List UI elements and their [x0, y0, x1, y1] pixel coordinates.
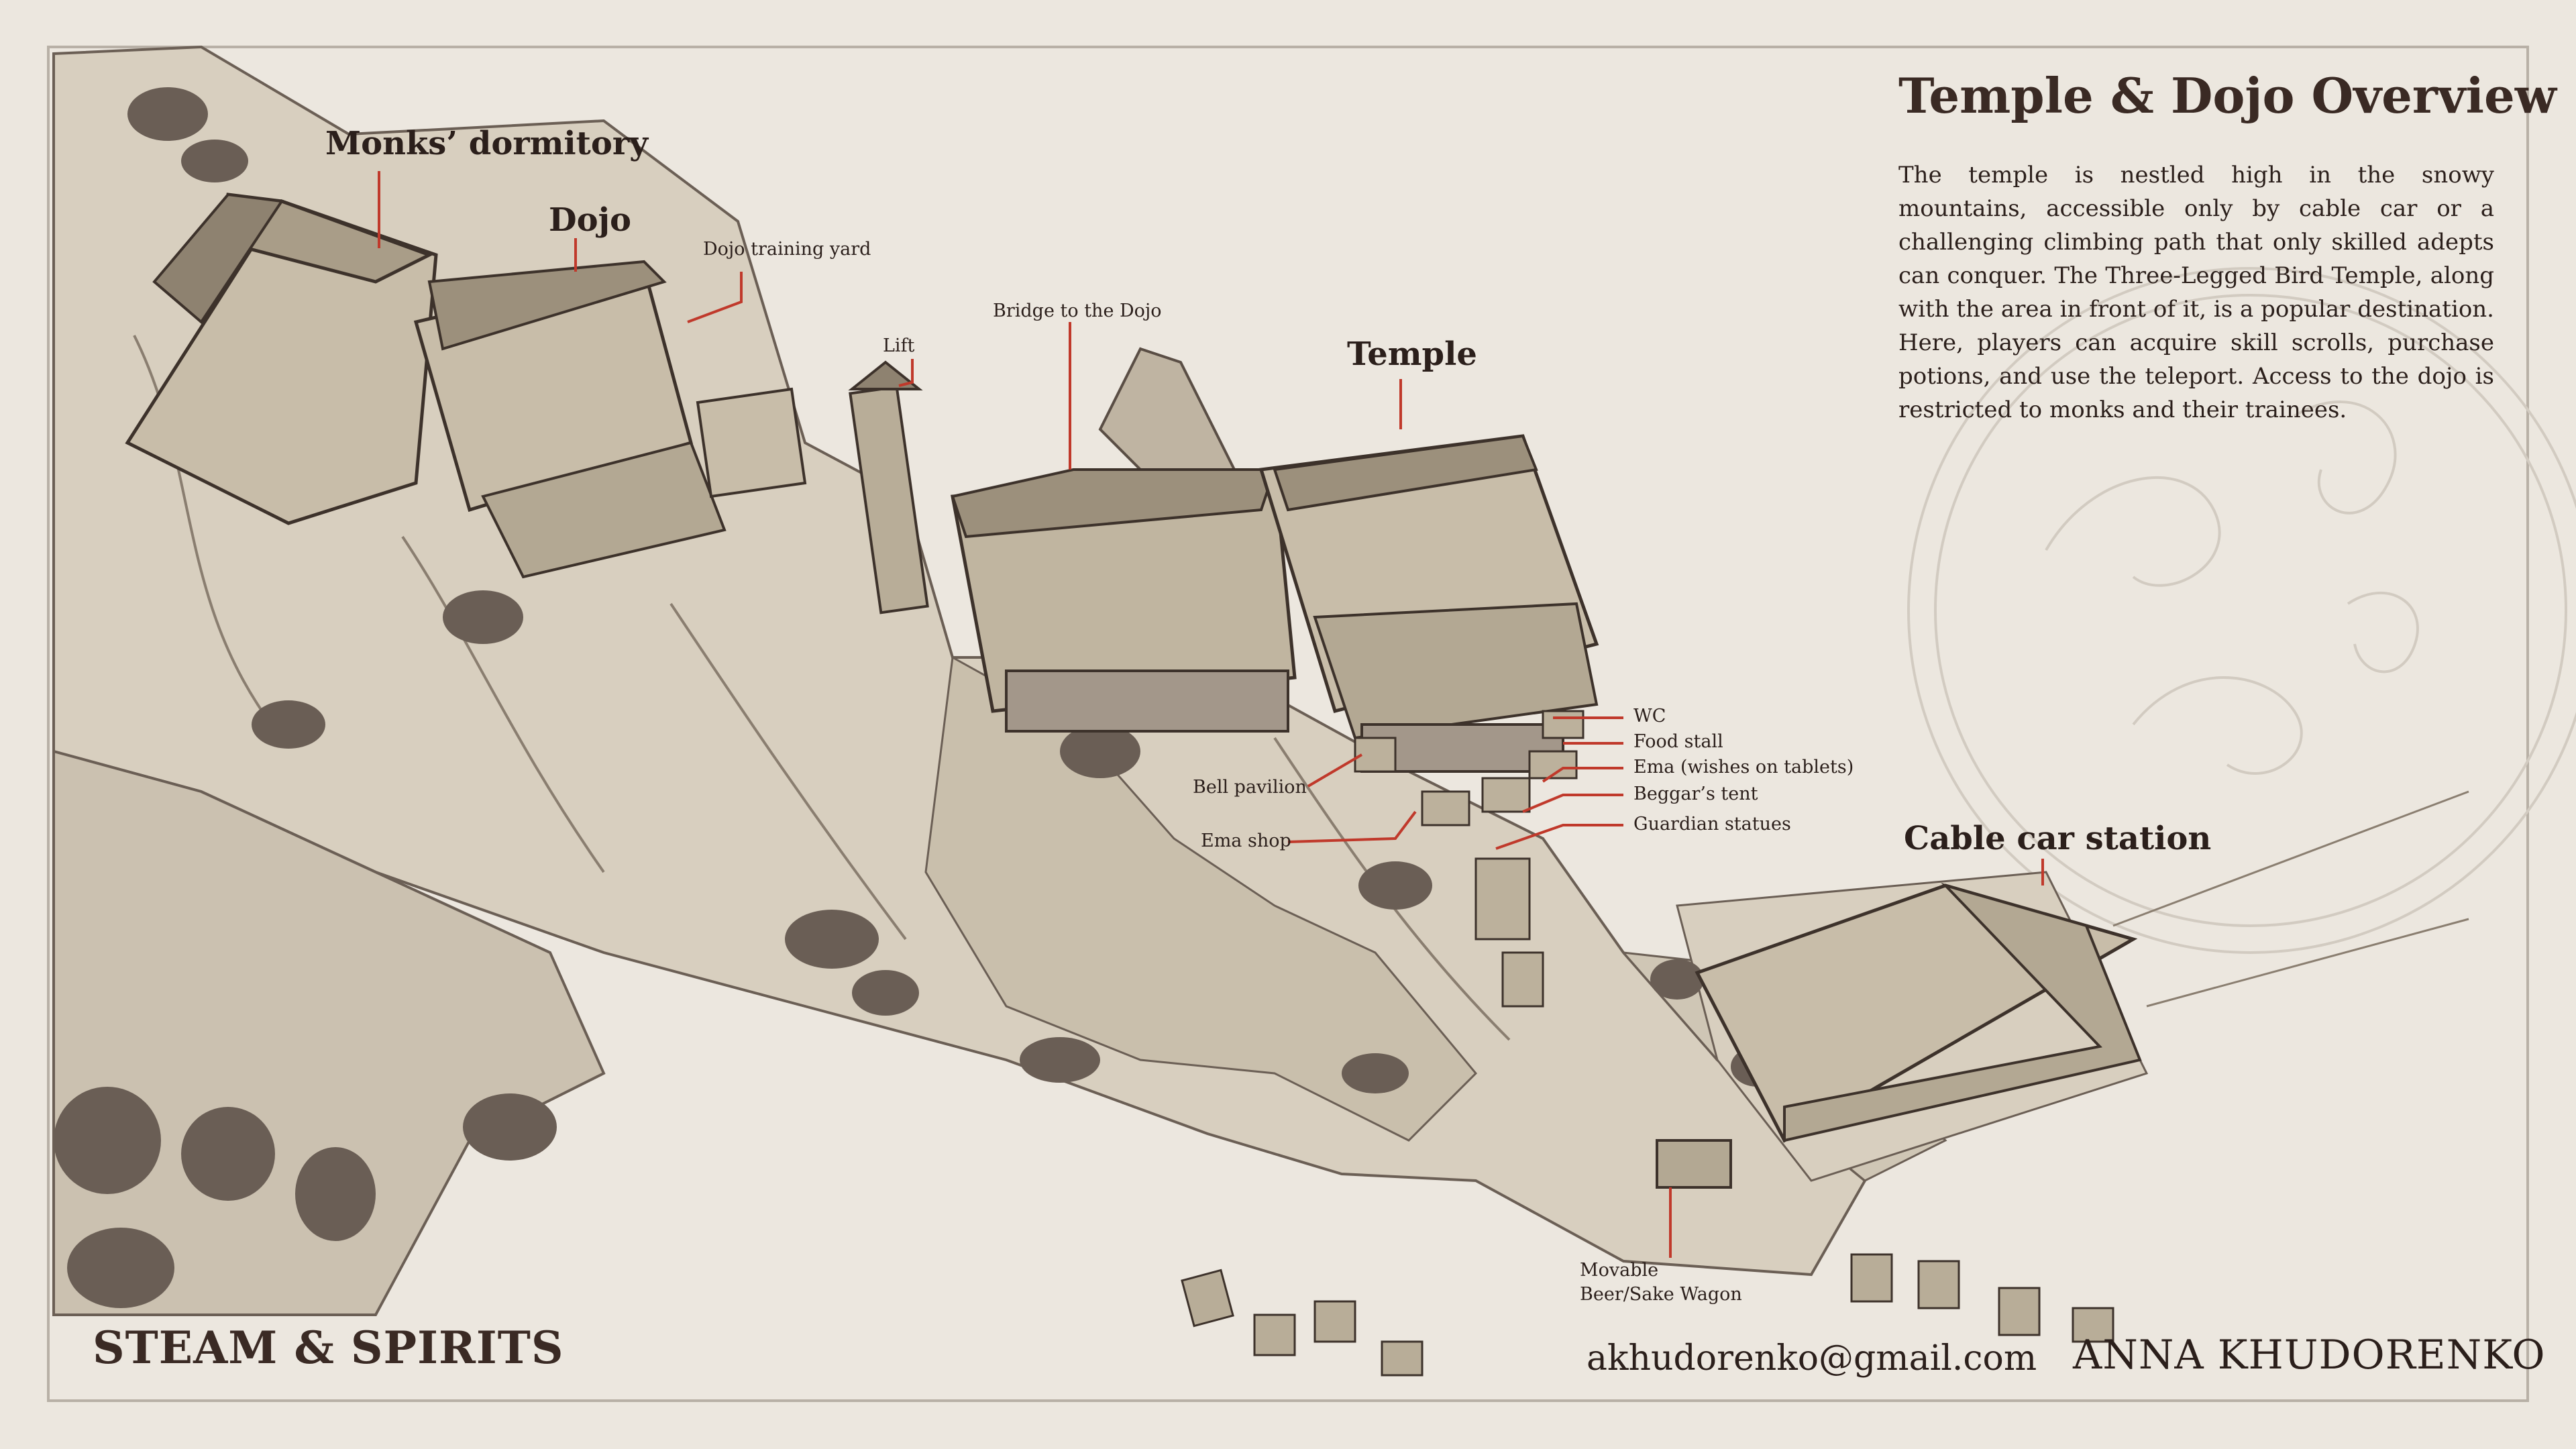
label-wagon-line-2: Beer/Sake Wagon [1580, 1284, 1742, 1305]
stepping-stones [1181, 1253, 2114, 1377]
label-dojo: Dojo [549, 201, 632, 239]
label-leader-lines [378, 171, 2044, 1258]
author-name: ANNA KHUDORENKO [2073, 1332, 2546, 1379]
label-wc: WC [1633, 706, 1666, 727]
label-ema-shop: Ema shop [1201, 830, 1291, 851]
beer-sake-wagon [1656, 1139, 1732, 1189]
lift-tower [848, 360, 929, 614]
label-wagon-line-1: Movable [1580, 1260, 1659, 1281]
dojo-building [413, 260, 807, 579]
page-title: Temple & Dojo Overview [1898, 67, 2557, 124]
label-cable-car-station: Cable car station [1904, 820, 2212, 857]
page-description: The temple is nestled high in the snowy … [1898, 162, 2494, 423]
monks-dormitory-building [125, 193, 438, 525]
label-dojo-training-yard: Dojo training yard [703, 239, 871, 260]
label-bell-pavilion: Bell pavilion [1193, 777, 1307, 798]
label-food-stall: Food stall [1633, 731, 1723, 752]
shrubs [54, 87, 1784, 1308]
label-ema-wishes: Ema (wishes on tablets) [1633, 757, 1854, 777]
label-bridge-to-dojo: Bridge to the Dojo [993, 301, 1162, 321]
temple-building [1258, 434, 1599, 773]
label-monks-dormitory: Monks’ dormitory [325, 125, 649, 162]
bridge-to-dojo-building [951, 468, 1297, 733]
label-lift: Lift [883, 335, 915, 356]
author-email[interactable]: akhudorenko@gmail.com [1587, 1338, 2037, 1379]
label-temple: Temple [1347, 335, 1477, 373]
label-guardian-statues: Guardian statues [1633, 814, 1791, 835]
map-frame [47, 46, 2529, 1402]
three-legged-bird-emblem-icon [1907, 267, 2576, 954]
plaza-structures [1354, 710, 1585, 1008]
label-beggars-tent: Beggar’s tent [1633, 784, 1758, 804]
cable-car-station-building [1695, 790, 2469, 1143]
brand-name: STEAM & SPIRITS [93, 1322, 564, 1374]
